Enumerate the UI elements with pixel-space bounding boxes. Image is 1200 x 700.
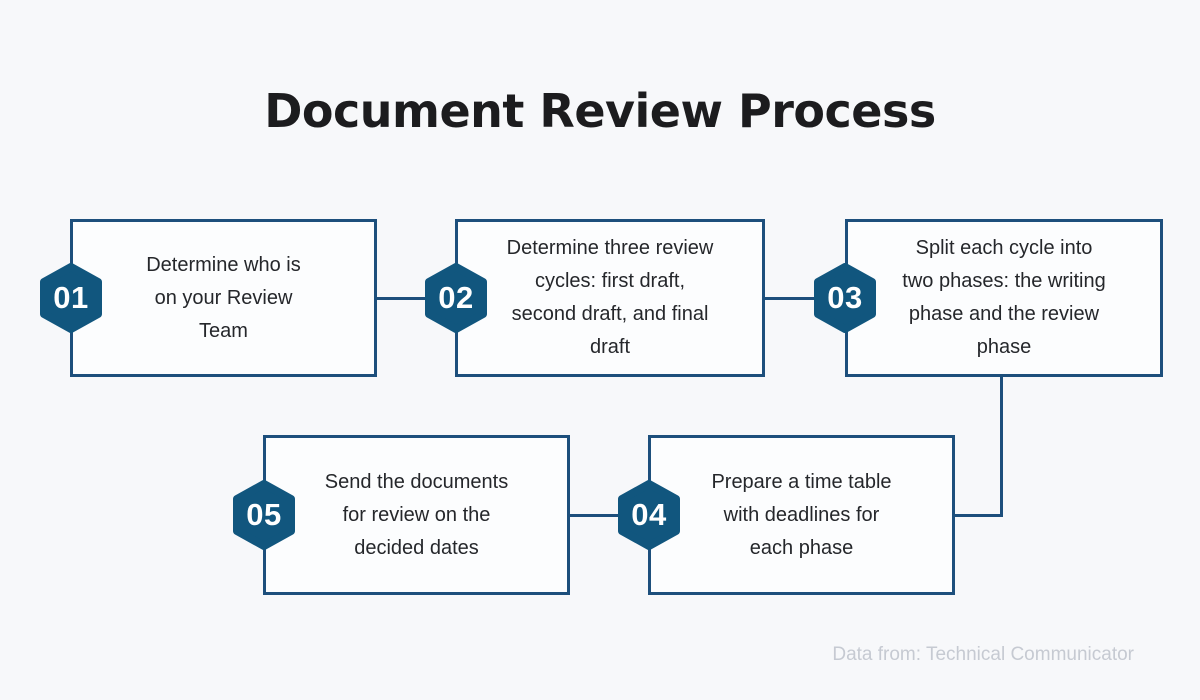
step-label-2: Determine three review cycles: first dra… <box>506 237 714 358</box>
step-badge-1: 01 <box>39 263 103 333</box>
step-label-1: Determine who is on your Review Team <box>146 253 301 342</box>
hexagon-icon <box>814 263 876 333</box>
step-box-2: Determine three review cycles: first dra… <box>455 219 765 377</box>
hexagon-icon <box>233 480 295 550</box>
step-badge-3: 03 <box>813 263 877 333</box>
connector-step5-step4 <box>570 514 618 517</box>
step-box-5: Send the documents for review on the dec… <box>263 435 570 595</box>
step-number-4: 04 <box>631 497 667 532</box>
step-box-1: Determine who is on your Review Team <box>70 219 377 377</box>
step-label-4: Prepare a time table with deadlines for … <box>711 470 892 559</box>
step-badge-2: 02 <box>424 263 488 333</box>
attribution: Data from: Technical Communicator <box>832 644 1134 665</box>
step-badge-5: 05 <box>232 480 296 550</box>
step-number-2: 02 <box>438 280 474 315</box>
step-box-4: Prepare a time table with deadlines for … <box>648 435 955 595</box>
hexagon-icon <box>425 263 487 333</box>
step-label-5: Send the documents for review on the dec… <box>324 470 509 559</box>
step-number-3: 03 <box>827 280 863 315</box>
hexagon-icon <box>618 480 680 550</box>
connector-step3-down <box>1000 377 1003 517</box>
step-label-3: Split each cycle into two phases: the wr… <box>902 237 1106 358</box>
connector-step1-step2 <box>377 297 425 300</box>
connector-step2-step3 <box>765 297 814 300</box>
step-box-3: Split each cycle into two phases: the wr… <box>845 219 1163 377</box>
step-number-5: 05 <box>246 497 282 532</box>
connector-step3-step4 <box>955 514 1003 517</box>
step-number-1: 01 <box>53 280 89 315</box>
step-badge-4: 04 <box>617 480 681 550</box>
hexagon-icon <box>40 263 102 333</box>
page-title: Document Review Process <box>264 84 936 138</box>
